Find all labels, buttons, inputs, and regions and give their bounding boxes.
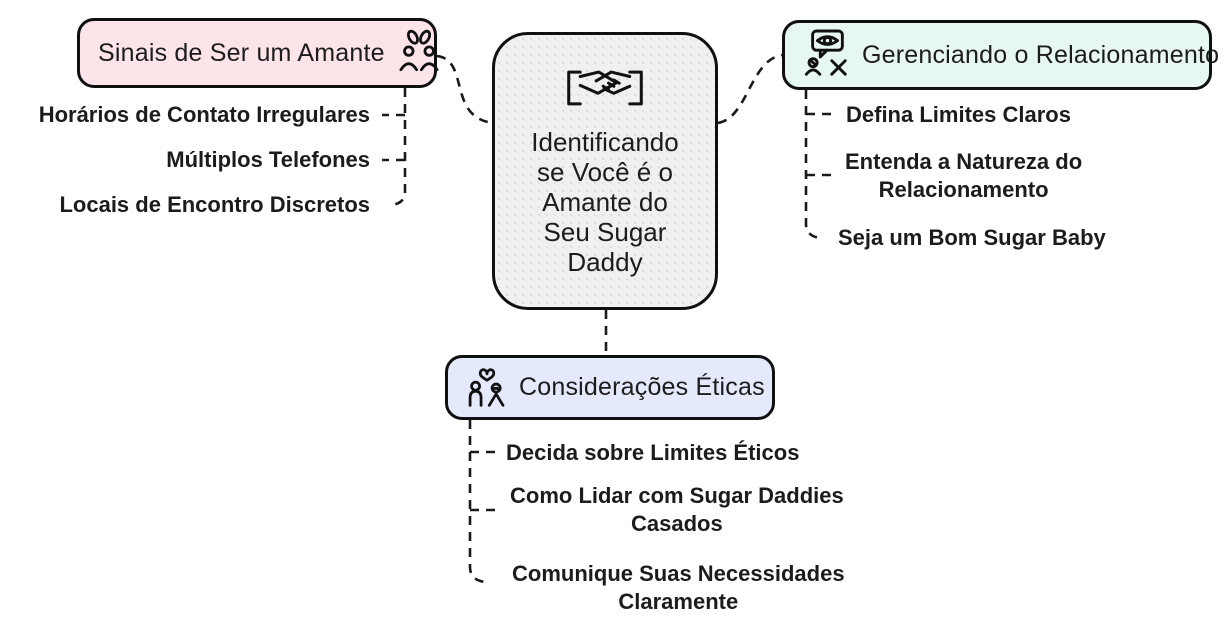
child-horarios-contato: Horários de Contato Irregulares	[38, 102, 370, 127]
branch-label-signs: Sinais de Ser um Amante	[98, 38, 385, 67]
branch-label-managing: Gerenciando o Relacionamento	[862, 40, 1220, 69]
branch-node-ethics: Considerações Éticas	[445, 355, 775, 420]
connector-signs-to-center	[436, 54, 494, 125]
handshake-icon	[561, 65, 649, 111]
branch-label-ethics: Considerações Éticas	[519, 373, 765, 401]
spine-ethics	[468, 420, 486, 584]
child-seja-bom-sugar-baby: Seja um Bom Sugar Baby	[838, 225, 1106, 250]
spine-signs	[391, 88, 407, 207]
child-multiplos-telefones: Múltiplos Telefones	[166, 147, 370, 172]
spine-managing	[804, 90, 821, 240]
supervision-eye-icon	[803, 27, 851, 83]
couple-hearts-icon	[396, 27, 442, 79]
child-decida-limites-eticos: Decida sobre Limites Éticos	[506, 440, 800, 465]
branch-node-managing: Gerenciando o Relacionamento	[782, 20, 1219, 90]
couple-heart-icon	[466, 362, 508, 414]
child-locais-encontro: Locais de Encontro Discretos	[59, 192, 370, 217]
child-defina-limites: Defina Limites Claros	[846, 102, 1071, 127]
connector-center-to-managing	[717, 53, 783, 125]
branch-node-signs: Sinais de Ser um Amante	[77, 18, 439, 88]
